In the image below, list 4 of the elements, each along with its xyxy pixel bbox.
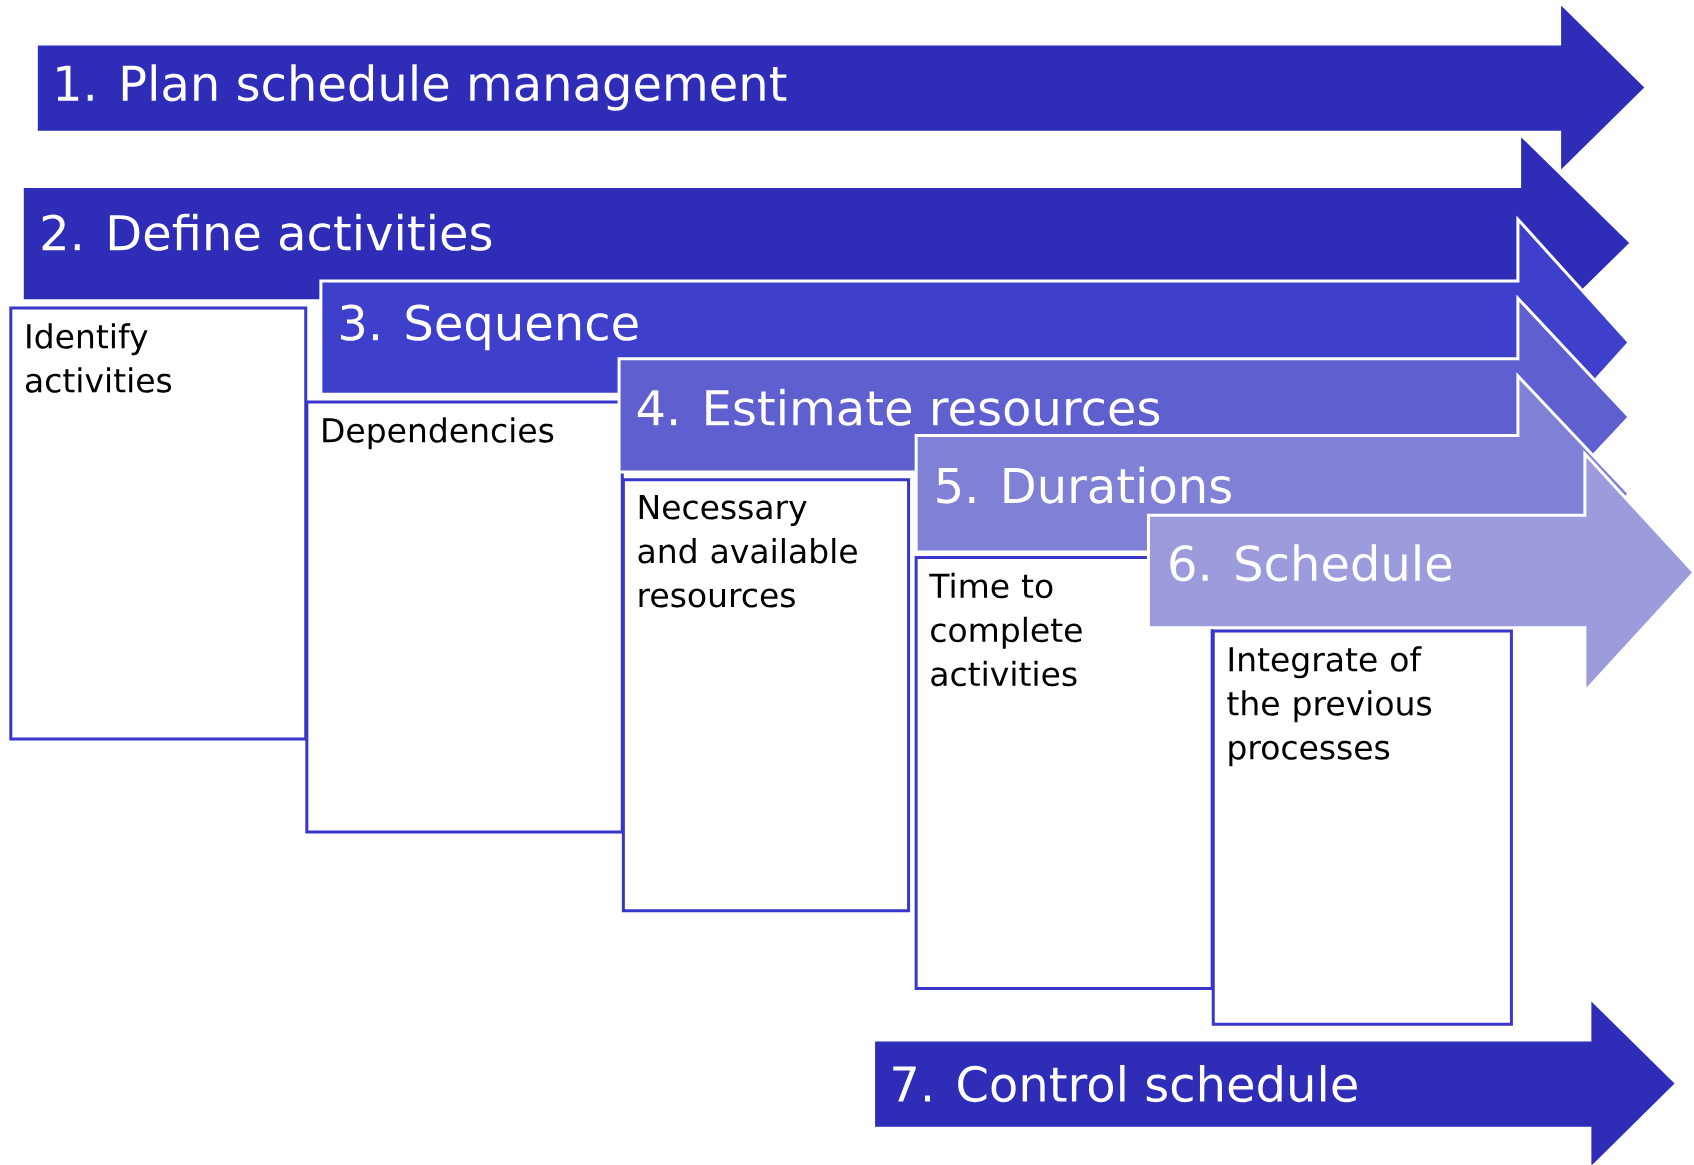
text-box: Necessary and available resources [621, 478, 911, 913]
text-box: Identify activities [9, 306, 308, 741]
text-box: Dependencies [305, 400, 624, 834]
text-box: Integrate of the previous processes [1211, 629, 1513, 1026]
